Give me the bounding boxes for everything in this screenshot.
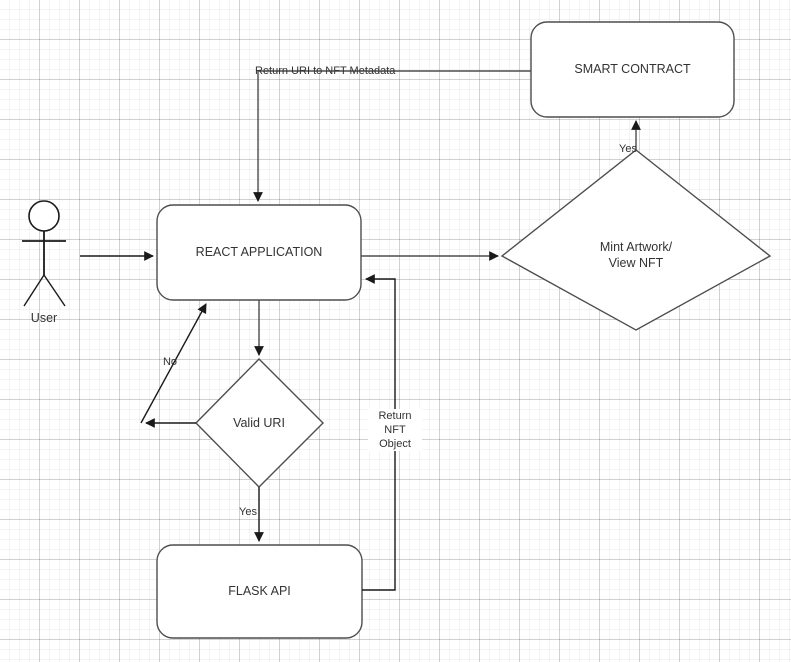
edge-label-valid-uri-yes: Yes xyxy=(239,506,257,518)
edge-label-return-uri: Return URI to NFT Metadata xyxy=(255,65,396,77)
actor-right-leg-line xyxy=(43,274,66,307)
edge-smart-contract-to-react[interactable] xyxy=(253,70,531,202)
edge-label-mint-yes: Yes xyxy=(619,143,637,155)
node-react-application[interactable] xyxy=(156,204,362,301)
edge-label-valid-uri-no: No xyxy=(162,356,178,368)
actor-head-icon xyxy=(28,200,60,232)
node-smart-contract[interactable] xyxy=(530,21,735,118)
actor-left-leg-line xyxy=(23,274,45,307)
edge-label-return-nft-object: Return NFT Object xyxy=(368,409,422,451)
node-mint-decision[interactable] xyxy=(500,149,772,331)
actor-label-user: User xyxy=(30,311,58,325)
actor-user[interactable] xyxy=(22,200,66,307)
node-flask-api[interactable] xyxy=(156,544,363,639)
node-valid-uri-decision[interactable] xyxy=(195,358,324,488)
edge-valid-uri-no-return[interactable] xyxy=(140,303,207,424)
